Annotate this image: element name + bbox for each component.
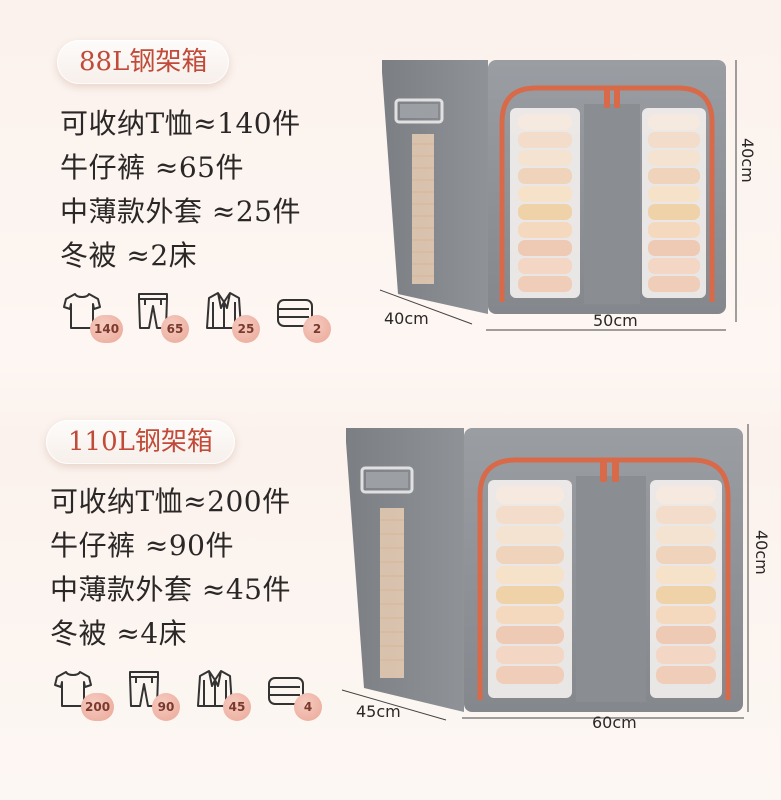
- quilt-item: 2: [275, 290, 343, 343]
- capacity-line-quilt: 冬被 ≈4床: [50, 617, 188, 650]
- capacity-list: 可收纳T恤≈200件 牛仔裤 ≈90件 中薄款外套 ≈45件 冬被 ≈4床: [50, 480, 291, 656]
- jeans-icon: [138, 293, 168, 329]
- tshirt-item: 200: [53, 668, 121, 721]
- capacity-list: 可收纳T恤≈140件 牛仔裤 ≈65件 中薄款外套 ≈25件 冬被 ≈2床: [60, 102, 301, 278]
- tshirt-item: 140: [62, 290, 130, 343]
- jacket-icon: [197, 670, 233, 707]
- width-label: 50cm: [593, 311, 638, 330]
- capacity-title: 88L钢架箱: [57, 40, 230, 84]
- tshirt-icon: [54, 671, 92, 707]
- capacity-title: 110L钢架箱: [46, 420, 235, 464]
- capacity-line-jacket: 中薄款外套 ≈25件: [60, 195, 301, 228]
- width-label: 60cm: [592, 713, 637, 732]
- capacity-line-quilt: 冬被 ≈2床: [60, 239, 198, 272]
- depth-label: 40cm: [384, 309, 429, 328]
- height-label: 40cm: [738, 138, 757, 183]
- capacity-line-tshirt: 可收纳T恤≈200件: [50, 485, 291, 518]
- capacity-line-tshirt: 可收纳T恤≈140件: [60, 107, 301, 140]
- icon-row: 140 65 25 2: [62, 290, 346, 343]
- count-badge: 25: [232, 315, 260, 343]
- count-badge: 200: [81, 693, 115, 721]
- tshirt-icon: [63, 293, 101, 329]
- dimension-lines: [379, 60, 737, 331]
- capacity-line-jeans: 牛仔裤 ≈90件: [50, 529, 234, 562]
- count-badge: 45: [223, 693, 251, 721]
- product-section-88l: 88L钢架箱 可收纳T恤≈140件 牛仔裤 ≈65件 中薄款外套 ≈25件 冬被…: [57, 40, 757, 343]
- product-section-110l: 110L钢架箱 可收纳T恤≈200件 牛仔裤 ≈90件 中薄款外套 ≈45件 冬…: [0, 400, 781, 800]
- capacity-line-jeans: 牛仔裤 ≈65件: [60, 151, 244, 184]
- capacity-line-jacket: 中薄款外套 ≈45件: [50, 573, 291, 606]
- height-label: 40cm: [752, 530, 771, 575]
- count-badge: 2: [303, 315, 331, 343]
- jacket-icon: [206, 292, 242, 329]
- count-badge: 140: [90, 315, 124, 343]
- storage-box-88l: [382, 60, 726, 314]
- storage-box-110l: [346, 428, 743, 712]
- depth-label: 45cm: [356, 702, 401, 721]
- count-badge: 90: [152, 693, 180, 721]
- quilt-icon: [268, 677, 304, 705]
- dimension-lines: [341, 424, 749, 721]
- jacket-item: 45: [195, 668, 263, 721]
- count-badge: 65: [161, 315, 189, 343]
- jeans-item: 65: [133, 290, 201, 343]
- jeans-item: 90: [124, 668, 192, 721]
- quilt-icon: [277, 299, 313, 327]
- jeans-icon: [129, 671, 159, 707]
- jacket-item: 25: [204, 290, 272, 343]
- count-badge: 4: [294, 693, 322, 721]
- icon-row: 200 90 45 4: [53, 668, 337, 721]
- quilt-item: 4: [266, 668, 334, 721]
